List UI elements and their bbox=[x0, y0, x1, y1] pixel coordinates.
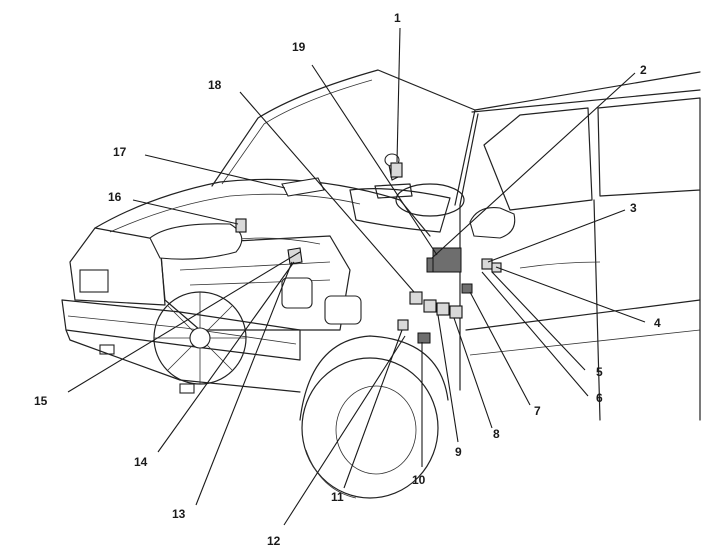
side-mirror bbox=[469, 207, 516, 239]
wheel-arch bbox=[299, 335, 449, 421]
leader-16 bbox=[132, 199, 239, 225]
callout-6: 6 bbox=[596, 391, 603, 405]
component-8 bbox=[436, 302, 450, 316]
leader-4 bbox=[495, 266, 646, 323]
leader-18 bbox=[239, 91, 415, 293]
callout-15: 15 bbox=[34, 394, 48, 408]
engine-block bbox=[159, 235, 351, 331]
leader-14 bbox=[157, 261, 295, 453]
callout-10: 10 bbox=[412, 473, 426, 487]
component-5 bbox=[461, 283, 473, 294]
callout-12: 12 bbox=[267, 534, 281, 548]
component-9 bbox=[423, 299, 437, 313]
callout-labels: 1 2 3 4 5 6 7 8 9 10 11 12 13 14 15 16 1… bbox=[34, 11, 661, 548]
front-wheel bbox=[301, 357, 439, 499]
component-19 bbox=[432, 247, 462, 273]
leader-lines bbox=[67, 27, 646, 526]
headlight bbox=[79, 269, 109, 293]
steering-wheel bbox=[395, 183, 465, 217]
leader-13 bbox=[195, 261, 293, 506]
roof-line bbox=[474, 71, 701, 111]
front-door-window bbox=[483, 107, 593, 211]
callout-14: 14 bbox=[134, 455, 148, 469]
fluid-reservoir bbox=[281, 277, 313, 309]
air-intake bbox=[149, 223, 243, 260]
leader-19 bbox=[311, 64, 438, 256]
callout-19: 19 bbox=[292, 40, 306, 54]
callout-7: 7 bbox=[534, 404, 541, 418]
components bbox=[235, 162, 502, 344]
component-11 bbox=[397, 319, 409, 331]
callout-8: 8 bbox=[493, 427, 500, 441]
component-14 bbox=[287, 247, 303, 265]
callout-1: 1 bbox=[394, 11, 401, 25]
callout-16: 16 bbox=[108, 190, 122, 204]
callout-17: 17 bbox=[113, 145, 127, 159]
air-filter-box bbox=[324, 295, 362, 325]
callout-2: 2 bbox=[640, 63, 647, 77]
leader-8 bbox=[453, 317, 493, 429]
callout-11: 11 bbox=[331, 490, 344, 504]
hood-scoop bbox=[281, 177, 325, 197]
callout-18: 18 bbox=[208, 78, 222, 92]
windshield-frame bbox=[211, 69, 476, 206]
callout-3: 3 bbox=[630, 201, 637, 215]
dashboard bbox=[349, 188, 451, 233]
leader-5 bbox=[491, 271, 586, 371]
leader-12 bbox=[283, 335, 406, 526]
leader-9 bbox=[437, 314, 459, 443]
leader-15 bbox=[67, 251, 301, 393]
vehicle-outline bbox=[61, 69, 701, 499]
component-7 bbox=[449, 305, 463, 319]
component-1 bbox=[390, 162, 403, 178]
callout-9: 9 bbox=[455, 445, 462, 459]
component-10 bbox=[417, 332, 431, 344]
hood-outline bbox=[94, 178, 431, 237]
leader-2 bbox=[431, 72, 636, 259]
leader-1 bbox=[396, 27, 401, 163]
leader-3 bbox=[487, 209, 626, 263]
leader-7 bbox=[469, 291, 531, 406]
rear-door-window bbox=[597, 97, 701, 197]
leader-6 bbox=[481, 271, 589, 397]
callout-13: 13 bbox=[172, 507, 186, 521]
leader-17 bbox=[144, 154, 286, 189]
callout-5: 5 bbox=[596, 365, 603, 379]
component-18 bbox=[409, 291, 423, 305]
component-16 bbox=[235, 218, 247, 233]
callout-4: 4 bbox=[654, 316, 661, 330]
